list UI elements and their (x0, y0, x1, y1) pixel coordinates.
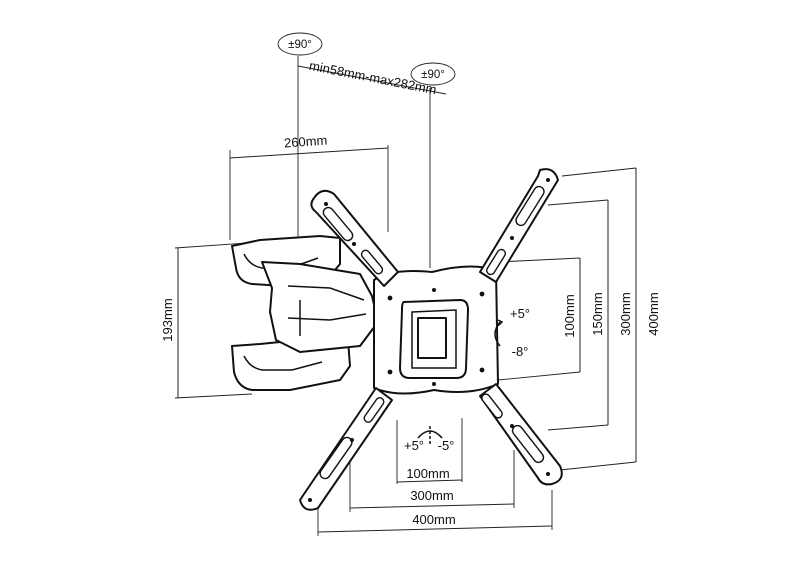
bracket-arm-upper-left (310, 189, 399, 287)
vesa-vertical-100-label: 100mm (562, 294, 577, 337)
rotation-plus-label: +5° (404, 438, 424, 453)
dimension-lines (174, 56, 637, 536)
bracket-arm-lower-right (479, 383, 563, 486)
tilt-up-label: +5° (510, 306, 530, 321)
vesa-horizontal-400-label: 400mm (412, 512, 455, 527)
swivel-right-badge (410, 62, 456, 86)
swivel-right-label: ±90° (421, 69, 445, 81)
bracket-arm-lower-left (299, 387, 393, 511)
tilt-arc-icon (494, 319, 504, 347)
bracket-arm-upper-right (479, 168, 559, 283)
vesa-horizontal-100-label: 100mm (406, 466, 449, 481)
vesa-vertical-300-label: 300mm (618, 292, 633, 335)
vesa-mounting-plate (373, 265, 499, 395)
extension-label: min58mm-max282mm (308, 58, 438, 97)
rotation-minus-label: -5° (438, 438, 455, 453)
swivel-left-badge (277, 32, 323, 56)
swivel-left-label: ±90° (288, 39, 312, 51)
arm-height-label: 193mm (160, 298, 175, 341)
arm-width-label: 260mm (284, 133, 328, 151)
rotation-arc-icon (417, 426, 443, 446)
tilt-down-label: -8° (512, 344, 529, 359)
vesa-horizontal-300-label: 300mm (410, 488, 453, 503)
vesa-vertical-150-label: 150mm (590, 292, 605, 335)
vesa-vertical-400-label: 400mm (646, 292, 661, 335)
wall-arm-assembly (231, 235, 379, 391)
